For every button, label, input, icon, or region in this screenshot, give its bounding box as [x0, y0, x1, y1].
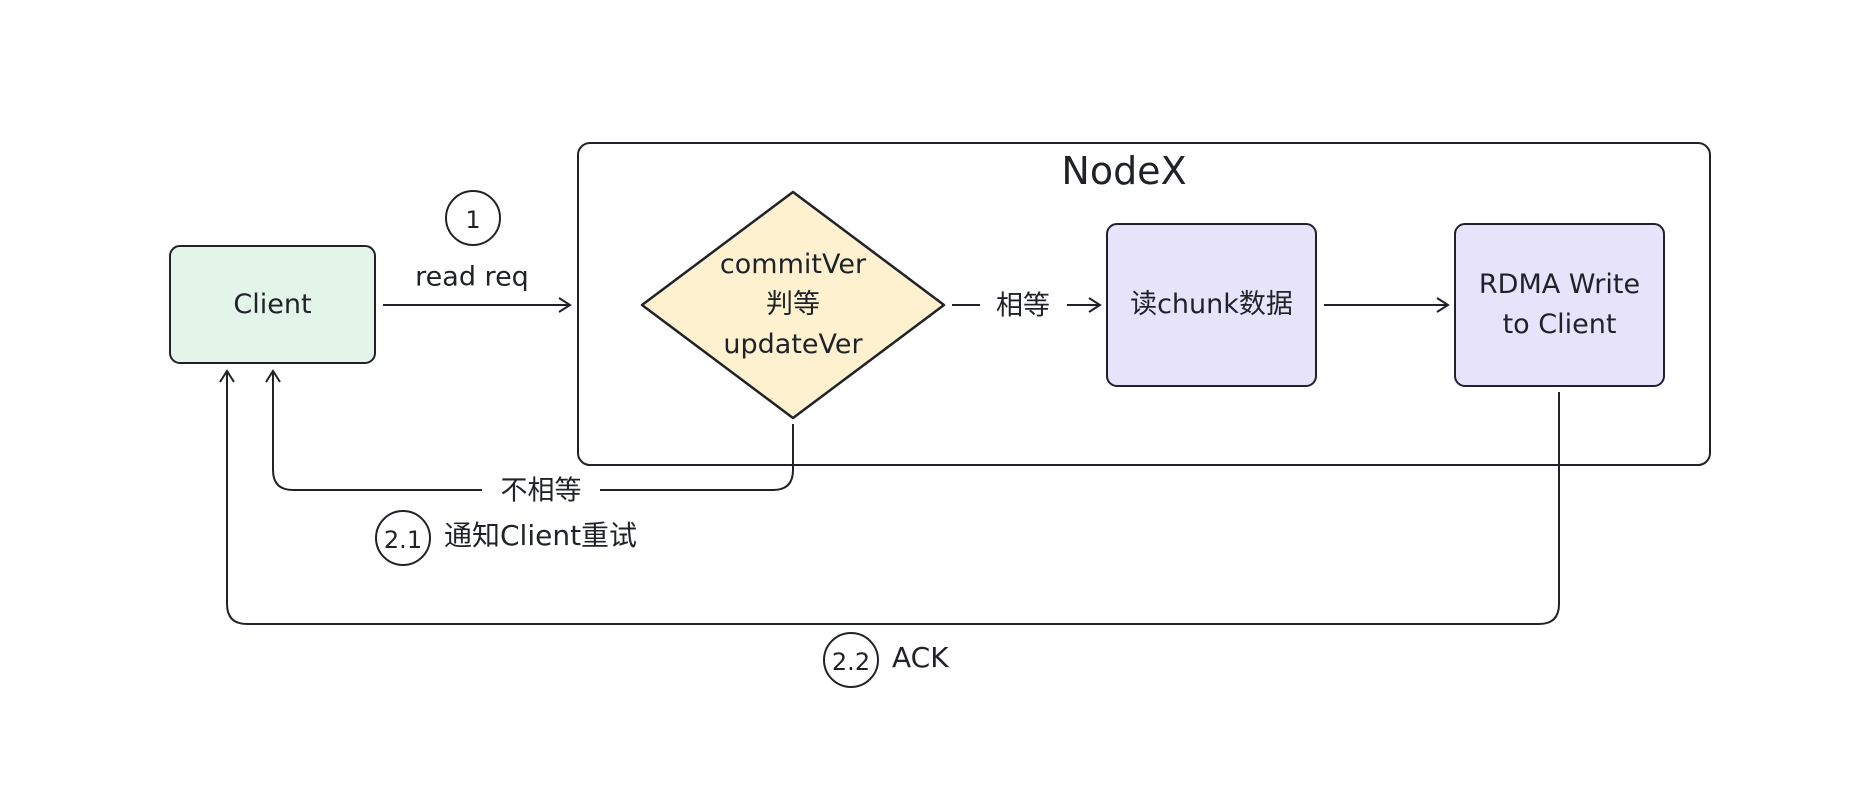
nodex-container	[577, 142, 1711, 466]
not-equal-path-right	[600, 424, 794, 491]
decision-line-2: 判等	[766, 289, 820, 320]
decision-label: commitVer 判等 updateVer	[680, 249, 906, 360]
rdma-write-line-1: RDMA Write	[1478, 269, 1641, 300]
read-chunk-node	[1106, 223, 1317, 387]
decision-line-1: commitVer	[719, 249, 867, 280]
step-2-1-number: 2.1	[383, 526, 423, 554]
step-1-circle	[445, 190, 501, 246]
step-1-number: 1	[465, 206, 481, 234]
decision-line-3: updateVer	[723, 329, 863, 360]
client-label: Client	[170, 246, 375, 363]
not-equal-path-left	[265, 369, 482, 491]
step-2-1-circle	[375, 510, 431, 566]
equal-label: 相等	[996, 290, 1050, 322]
client-label-text: Client	[233, 288, 312, 320]
read-req-label: read req	[415, 261, 529, 293]
rdma-write-label: RDMA Write to Client	[1455, 224, 1664, 386]
read-chunk-label-text: 读chunk数据	[1130, 289, 1293, 320]
nodex-title: NodeX	[1061, 149, 1187, 193]
not-equal-label: 不相等	[500, 475, 582, 507]
version-check-diamond	[640, 190, 946, 420]
step-2-2-number: 2.2	[831, 648, 871, 676]
step-2-2-circle	[823, 632, 879, 688]
ack-label: ACK	[892, 641, 949, 674]
notify-retry-label: 通知Client重试	[444, 519, 638, 552]
rdma-write-node	[1454, 223, 1665, 387]
read-chunk-label: 读chunk数据	[1107, 224, 1316, 386]
client-node	[169, 245, 376, 364]
rdma-write-line-2: to Client	[1502, 309, 1617, 340]
ack-path	[219, 369, 1560, 625]
